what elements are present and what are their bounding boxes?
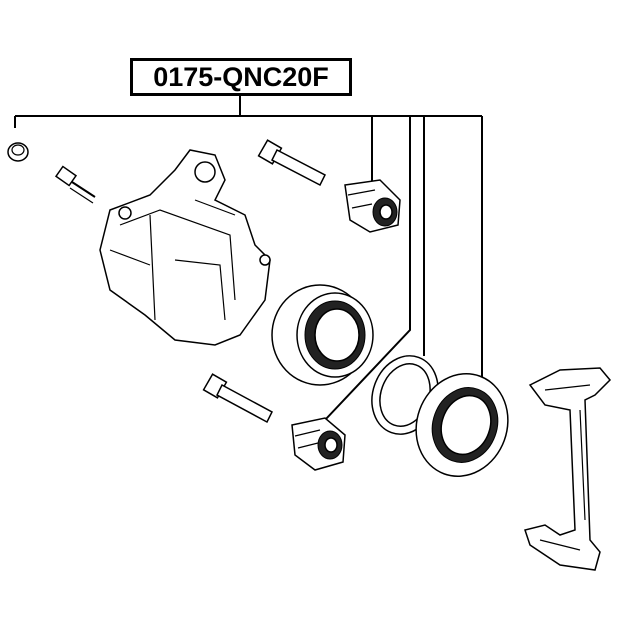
guide-pin-lower (202, 373, 273, 424)
caliper-housing (99, 149, 271, 346)
piston (271, 284, 374, 386)
guide-pin-upper (257, 139, 327, 187)
pin-boot-lower (291, 417, 346, 471)
caliper-bracket (524, 367, 612, 571)
leader-lines (14, 93, 483, 421)
pin-boot-upper (344, 179, 401, 233)
piston-boot (415, 373, 509, 477)
dust-cap (7, 142, 29, 162)
bleeder-screw (54, 165, 96, 204)
part-number-label: 0175-QNC20F (130, 58, 352, 96)
